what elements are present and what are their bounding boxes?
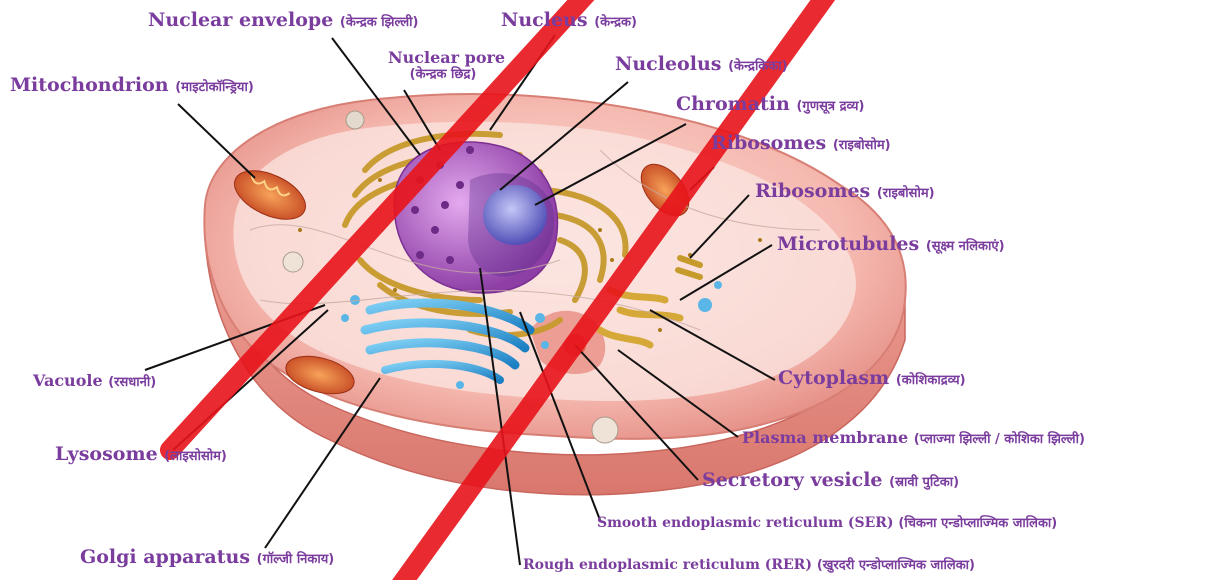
lysosome-body — [592, 417, 618, 443]
small-vacuole — [346, 111, 364, 129]
label-mitochondrion: Mitochondrion (माइटोकॉन्ड्रिया) — [10, 76, 254, 95]
label-secretory-vesicle: Secretory vesicle (स्रावी पुटिका) — [702, 471, 959, 490]
label-nucleolus: Nucleolus (केन्द्रकिका) — [615, 55, 788, 74]
label-rer: Rough endoplasmic reticulum (RER) (खुरदर… — [523, 558, 975, 572]
label-ribosomes-2: Ribosomes (राइबोसोम) — [755, 182, 935, 201]
label-nuclear-pore: Nuclear pore (केन्द्रक छिद्र) — [388, 50, 498, 81]
label-lysosome: Lysosome (लाइसोसोम) — [55, 445, 227, 464]
label-vacuole: Vacuole (रसधानी) — [33, 373, 156, 389]
label-golgi-apparatus: Golgi apparatus (गॉल्जी निकाय) — [80, 548, 334, 567]
label-ribosomes-1: Ribosomes (राइबोसोम) — [711, 134, 891, 153]
label-microtubules: Microtubules (सूक्ष्म नलिकाएं) — [777, 235, 1005, 254]
label-cytoplasm: Cytoplasm (कोशिकाद्रव्य) — [778, 369, 966, 388]
label-ser: Smooth endoplasmic reticulum (SER) (चिकन… — [597, 516, 1057, 530]
nucleolus — [483, 185, 547, 245]
vacuole — [283, 252, 303, 272]
label-nucleus: Nucleus (केन्द्रक) — [501, 11, 637, 30]
label-nuclear-envelope: Nuclear envelope (केन्द्रक झिल्ली) — [148, 11, 418, 30]
label-chromatin: Chromatin (गुणसूत्र द्रव्य) — [676, 95, 864, 114]
label-plasma-membrane: Plasma membrane (प्लाज्मा झिल्ली / कोशिक… — [742, 430, 1085, 446]
